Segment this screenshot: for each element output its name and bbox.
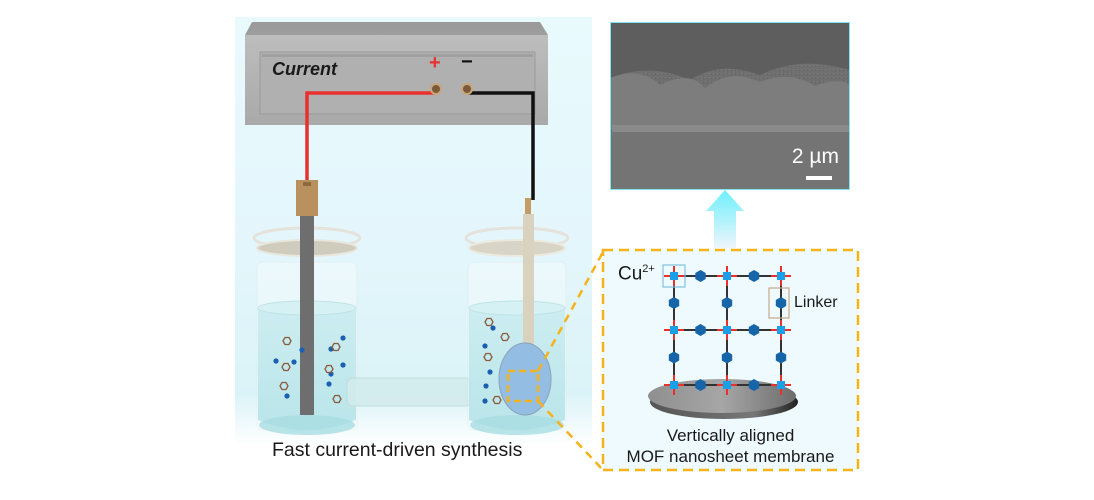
metal-node	[777, 272, 785, 280]
linker-molecule	[281, 362, 291, 372]
linker-molecule	[483, 352, 493, 362]
linker-molecule	[332, 394, 342, 404]
cu-symbol: Cu	[618, 263, 643, 285]
linker-molecule	[282, 336, 292, 346]
up-arrow	[706, 190, 744, 248]
metal-node	[777, 326, 785, 334]
metal-node	[670, 326, 678, 334]
negative-wire	[468, 91, 535, 200]
cu-ion-label: Cu2+	[618, 263, 655, 285]
linker-node	[721, 297, 733, 309]
positive-wire	[305, 91, 437, 185]
metal-ion	[340, 335, 346, 341]
linker-node	[695, 270, 706, 282]
right-electrode	[523, 214, 534, 364]
power-supply	[245, 22, 548, 125]
linker-node	[695, 379, 706, 391]
linker-node	[668, 351, 680, 364]
metal-node	[723, 272, 731, 280]
left-electrode	[300, 210, 314, 415]
linker-molecule	[279, 381, 289, 391]
linker-label: Linker	[794, 294, 838, 311]
metal-node	[670, 272, 678, 280]
metal-ion	[482, 398, 488, 404]
linker-molecule	[492, 395, 502, 405]
inset-caption-line1: Vertically aligned	[666, 426, 795, 445]
metal-node	[670, 381, 678, 389]
mof-lattice	[664, 266, 791, 395]
metal-ion	[299, 347, 305, 353]
linker-node	[748, 324, 760, 336]
linker-node	[695, 324, 706, 336]
metal-ion	[284, 393, 290, 399]
zoom-region-marker	[506, 369, 540, 403]
linker-node	[748, 379, 760, 391]
synthesis-caption: Fast current-driven synthesis	[272, 439, 523, 461]
linker-molecule	[324, 364, 334, 374]
positive-terminal	[430, 83, 442, 95]
linker-molecule	[331, 342, 341, 352]
metal-ion	[487, 369, 493, 375]
metal-ion	[273, 358, 279, 364]
metal-node	[723, 326, 731, 334]
metal-ion	[482, 343, 488, 349]
sem-image-frame: 2 µm	[610, 22, 850, 190]
ions-and-linkers	[273, 317, 510, 405]
inset-caption-line2: MOF nanosheet membrane	[626, 447, 835, 466]
cu-charge: 2+	[642, 263, 655, 275]
sem-scale-bar	[806, 176, 832, 180]
salt-bridge	[346, 377, 473, 407]
linker-node	[775, 297, 787, 309]
power-supply-label: Current	[272, 59, 338, 79]
negative-sign: −	[461, 51, 473, 73]
sem-scale-label: 2 µm	[791, 145, 839, 168]
linker-node	[668, 297, 680, 309]
cu-highlight-box	[662, 264, 686, 288]
linker-node	[775, 351, 787, 364]
metal-ion	[490, 325, 496, 331]
linker-molecule	[500, 332, 510, 342]
positive-sign: +	[429, 52, 441, 74]
metal-ion	[291, 359, 297, 365]
metal-ion	[326, 381, 332, 387]
linker-node	[721, 351, 733, 364]
metal-ion	[340, 362, 346, 368]
linker-molecule	[484, 317, 494, 327]
linker-node	[748, 270, 760, 282]
metal-node	[777, 381, 785, 389]
linker-highlight-box	[768, 287, 790, 319]
negative-terminal	[461, 83, 473, 95]
sem-micrograph-art	[610, 22, 850, 190]
metal-node	[723, 381, 731, 389]
metal-ion	[483, 383, 489, 389]
